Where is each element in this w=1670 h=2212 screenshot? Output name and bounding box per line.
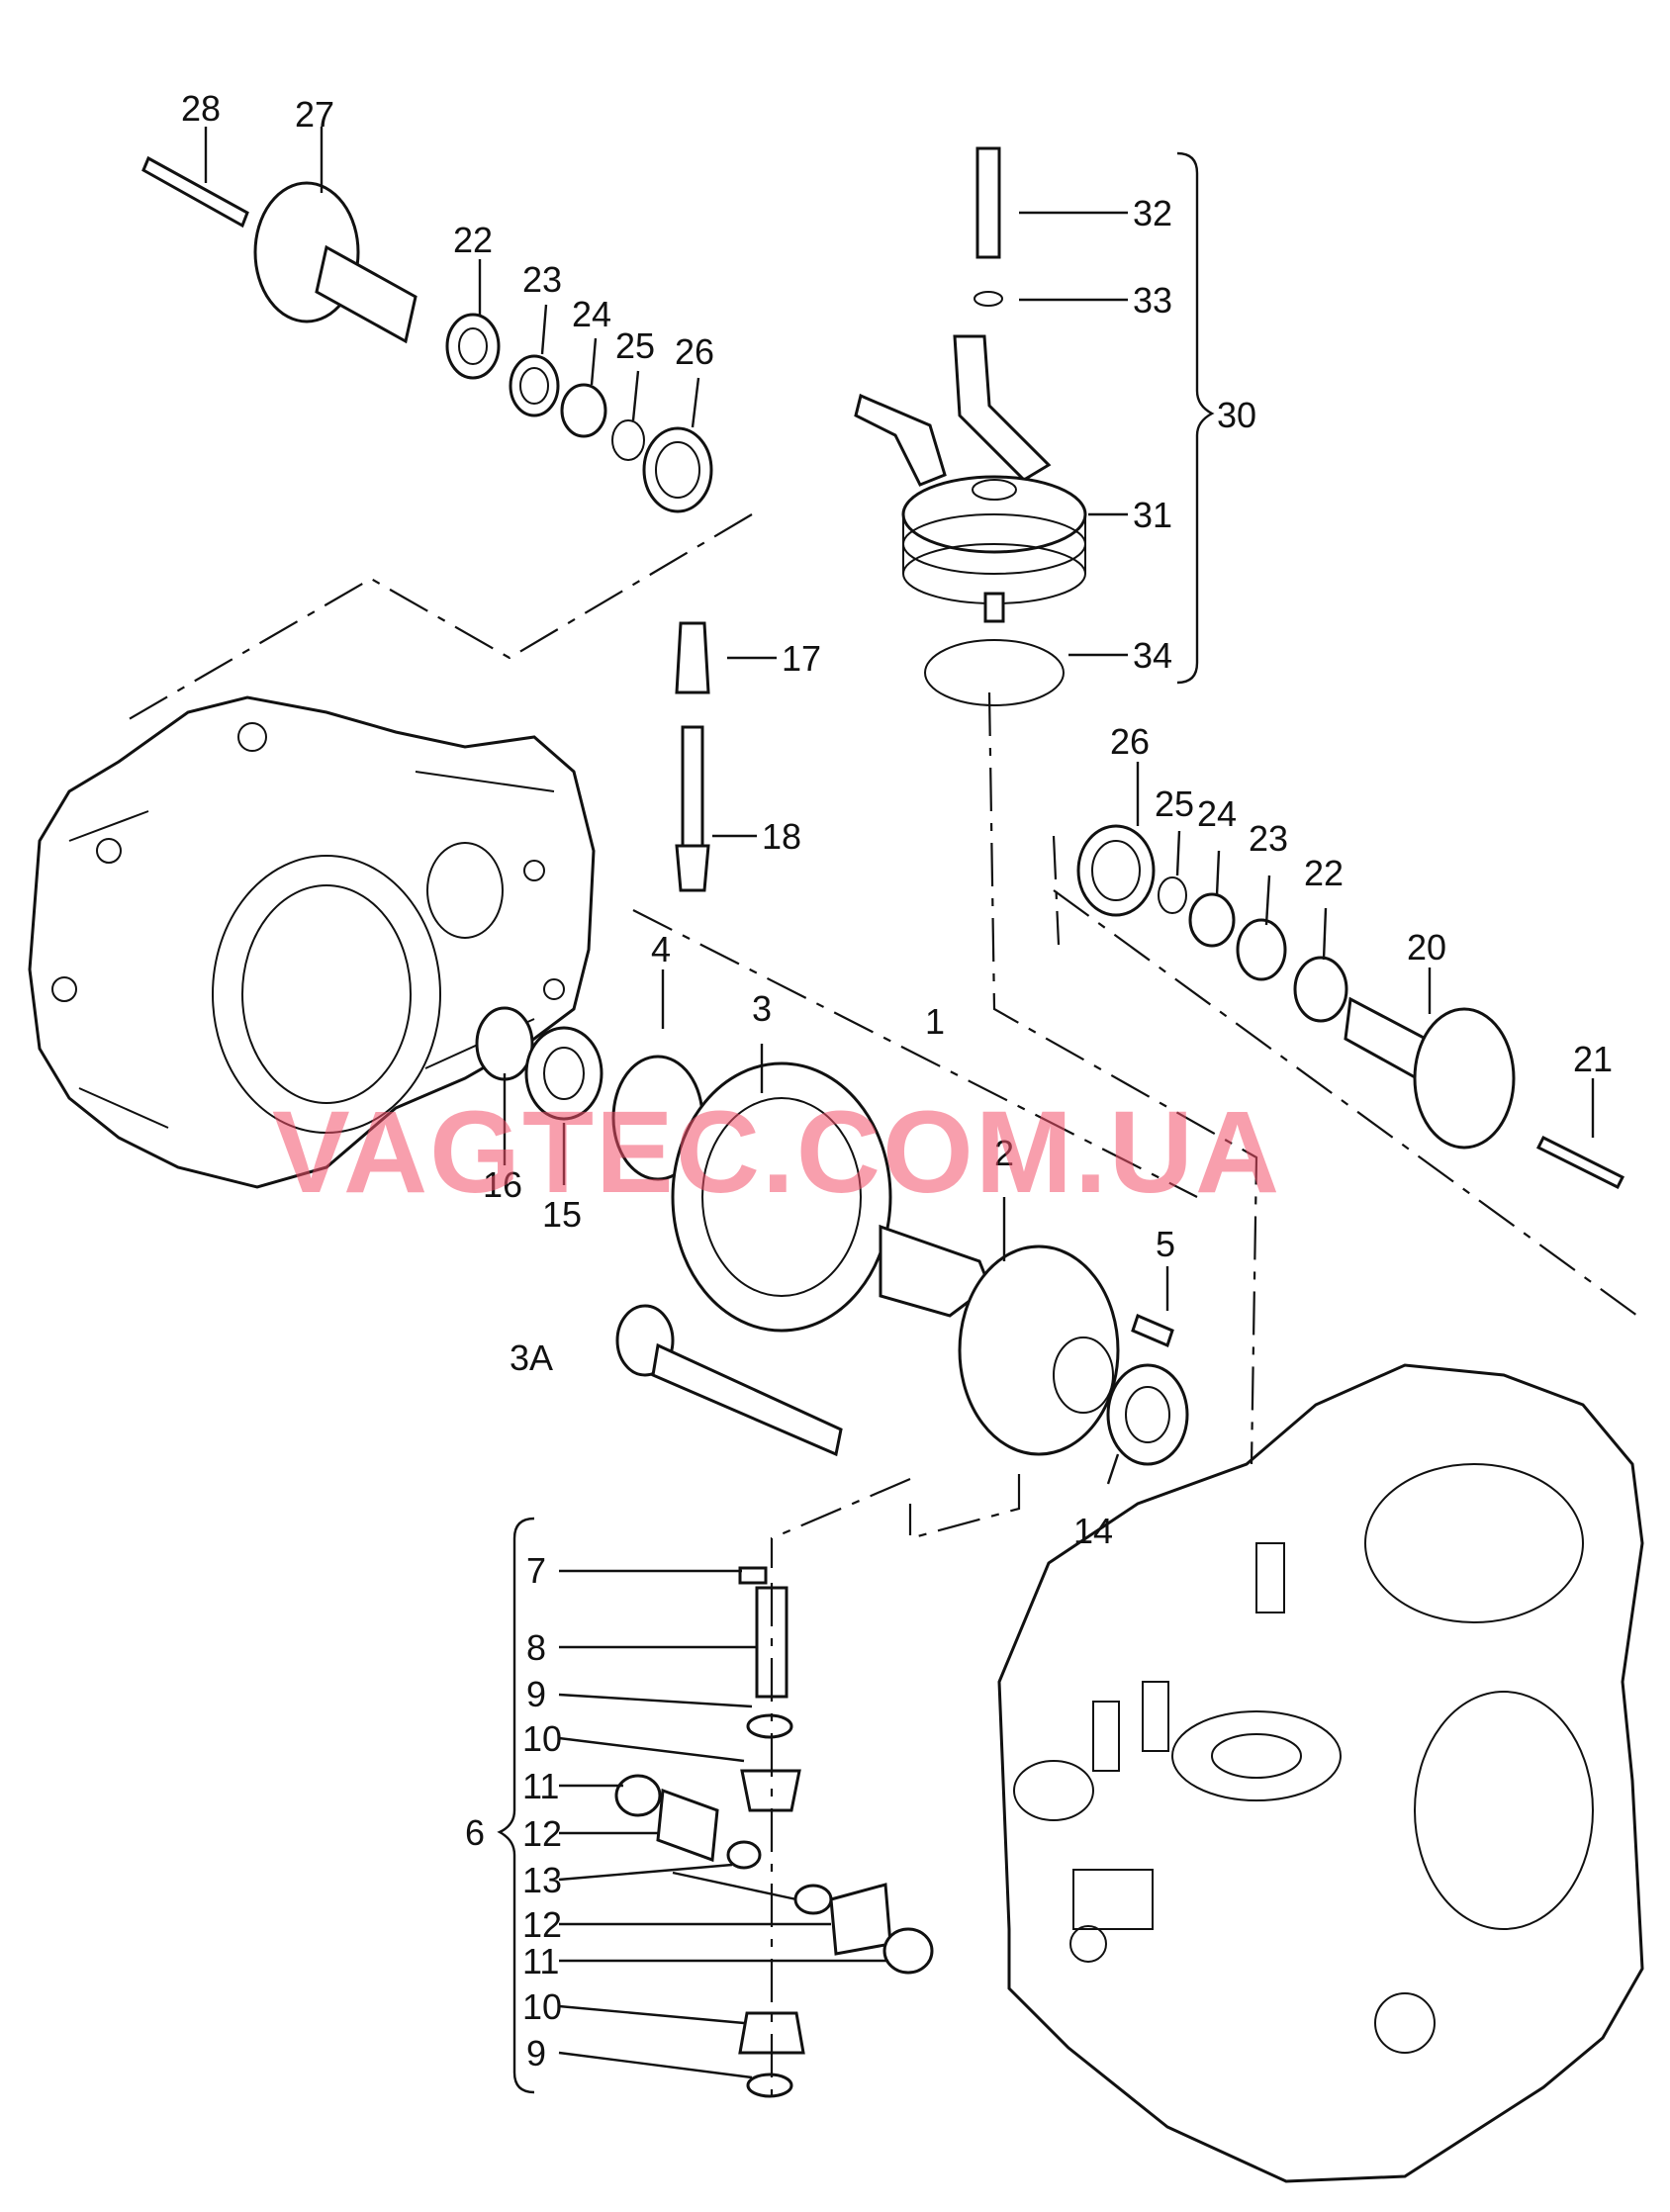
callout-3a: 3A bbox=[510, 1337, 553, 1378]
callout-32: 32 bbox=[1133, 193, 1172, 233]
callout-24-right: 24 bbox=[1197, 793, 1237, 834]
callout-21: 21 bbox=[1573, 1039, 1613, 1079]
callout-2: 2 bbox=[994, 1133, 1014, 1173]
callout-34: 34 bbox=[1133, 635, 1172, 676]
left-flange-assembly bbox=[141, 155, 713, 513]
assembly-dash-lines bbox=[123, 513, 1638, 2107]
callout-labels: 28 27 22 23 24 25 26 32 33 30 31 34 17 1… bbox=[181, 88, 1613, 2074]
callout-23-top: 23 bbox=[522, 259, 562, 300]
callout-3: 3 bbox=[752, 988, 772, 1029]
callout-5: 5 bbox=[1156, 1224, 1175, 1264]
callout-16: 16 bbox=[483, 1164, 522, 1205]
callout-1: 1 bbox=[925, 1001, 945, 1042]
callout-9-top: 9 bbox=[526, 1674, 546, 1714]
callout-28: 28 bbox=[181, 88, 221, 129]
callout-15: 15 bbox=[542, 1194, 582, 1235]
callout-11-top: 11 bbox=[522, 1766, 559, 1806]
callout-23-right: 23 bbox=[1249, 818, 1288, 859]
watermark: VAGTEC.COM.UA bbox=[272, 1087, 1281, 1218]
callout-8: 8 bbox=[526, 1627, 546, 1668]
callout-10-top: 10 bbox=[522, 1718, 562, 1759]
callout-14: 14 bbox=[1073, 1511, 1113, 1551]
group-brackets bbox=[497, 151, 1215, 2094]
speedometer-drive bbox=[675, 621, 710, 892]
callout-25-top: 25 bbox=[615, 325, 655, 366]
right-housing bbox=[997, 1363, 1644, 2183]
callout-18: 18 bbox=[762, 816, 801, 857]
callout-7: 7 bbox=[526, 1550, 546, 1591]
differential-assembly bbox=[475, 1006, 1189, 1466]
callout-27: 27 bbox=[295, 94, 334, 135]
callout-12-top: 12 bbox=[522, 1813, 562, 1854]
callout-20: 20 bbox=[1407, 927, 1446, 968]
callout-33: 33 bbox=[1133, 280, 1172, 321]
callout-4: 4 bbox=[651, 929, 671, 969]
oil-cooler-assembly bbox=[854, 146, 1087, 706]
callout-17: 17 bbox=[782, 638, 821, 679]
callout-24-top: 24 bbox=[572, 294, 611, 334]
leader-lines bbox=[204, 127, 1595, 2079]
callout-12-bottom: 12 bbox=[522, 1904, 562, 1945]
callout-10-bottom: 10 bbox=[522, 1986, 562, 2027]
callout-6: 6 bbox=[465, 1812, 485, 1853]
callout-13: 13 bbox=[522, 1860, 562, 1900]
callout-22-top: 22 bbox=[453, 220, 493, 260]
callout-11-bottom: 11 bbox=[522, 1941, 559, 1982]
callout-30: 30 bbox=[1217, 395, 1256, 435]
callout-9-bottom: 9 bbox=[526, 2033, 546, 2074]
callout-25-right: 25 bbox=[1155, 783, 1194, 824]
callout-22-right: 22 bbox=[1304, 853, 1344, 893]
left-housing bbox=[28, 695, 596, 1189]
callout-31: 31 bbox=[1133, 495, 1172, 535]
callout-26-top: 26 bbox=[675, 331, 714, 372]
right-flange-assembly bbox=[1076, 824, 1625, 1190]
callout-26-right: 26 bbox=[1110, 721, 1150, 762]
